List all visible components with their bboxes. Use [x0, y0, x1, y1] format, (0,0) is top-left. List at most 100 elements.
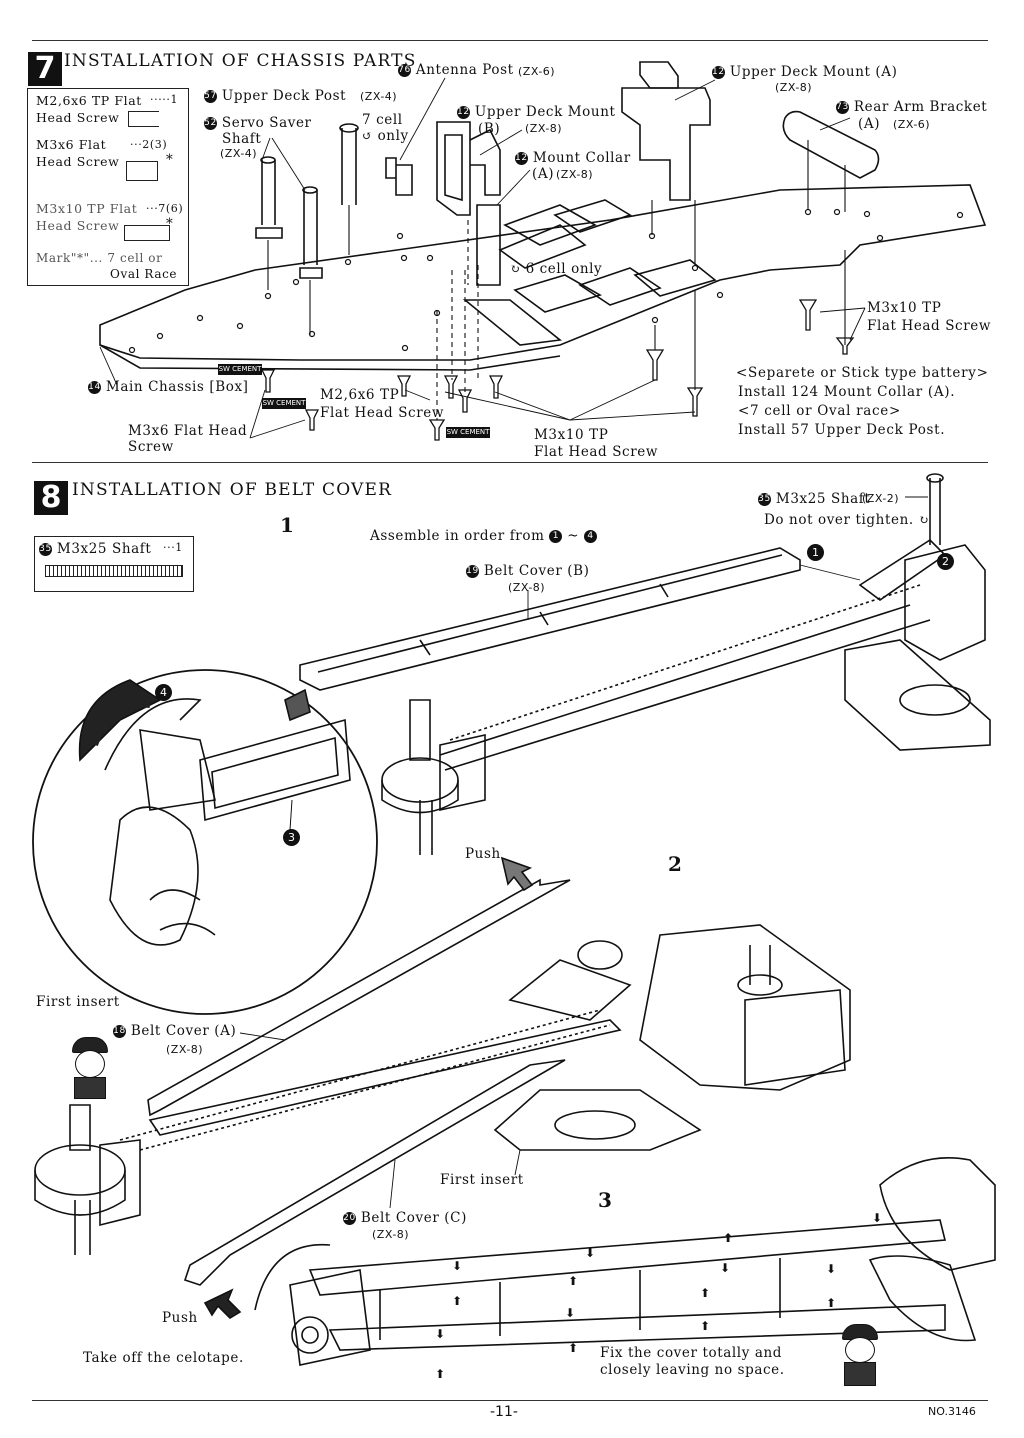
section-7-title: INSTALLATION OF CHASSIS PARTS [64, 51, 417, 71]
note-line-1: <Separete or Stick type battery> [736, 365, 989, 381]
code-belt-cover-a: (ZX-8) [166, 1043, 204, 1056]
sub-step-2: 2 [668, 852, 682, 876]
svg-text:⬆: ⬆ [700, 1319, 710, 1333]
label-6-cell-only: ↻ 6 cell only [510, 261, 603, 277]
step-7-badge: 7 [28, 52, 62, 86]
label-mount-collar-2: (A) [532, 166, 555, 182]
code-mount-collar: (ZX-8) [556, 168, 594, 181]
part-1-name: M2,6x6 TP Flat [36, 93, 142, 108]
part-2-mark: * [166, 152, 174, 168]
label-m26-screw: M2,6x6 TP [320, 387, 400, 403]
part-2-qty: ···2(3) [130, 138, 168, 151]
svg-text:⬆: ⬆ [568, 1274, 578, 1288]
label-mount-collar: 124 Mount Collar [515, 150, 631, 166]
label-antenna-post: 76 Antenna Post [398, 62, 514, 78]
label-shaft: 35 M3x25 Shaft [758, 491, 871, 507]
code-servo-saver: (ZX-4) [220, 147, 258, 160]
part-2-name2: Head Screw [36, 154, 120, 169]
step-marker-1: 1 [807, 542, 824, 561]
label-push-top: Push [465, 846, 501, 862]
label-main-chassis: 14 Main Chassis [Box] [88, 379, 249, 395]
code-shaft: (ZX-2) [862, 492, 900, 505]
label-m3x10-right-2: Flat Head Screw [867, 318, 992, 334]
label-first-insert-mid: First insert [440, 1172, 524, 1188]
sub-step-1: 1 [280, 513, 294, 537]
section-divider [32, 462, 988, 463]
svg-text:⬇: ⬇ [826, 1262, 836, 1276]
assemble-order-text: Assemble in order from 1 ~ 4 [370, 528, 598, 544]
page-number: -11- [490, 1404, 518, 1420]
label-belt-cover-c: 20 Belt Cover (C) [343, 1210, 467, 1226]
parts-list-box-7: M2,6x6 TP Flat ·····1 Head Screw M3x6 Fl… [27, 88, 189, 286]
part-2-name: M3x6 Flat [36, 137, 107, 152]
part-3-name: M3x10 TP Flat [36, 201, 138, 216]
code-belt-cover-c: (ZX-8) [372, 1228, 410, 1241]
label-m3x10-bottom-2: Flat Head Screw [534, 444, 659, 460]
label-m3x6-screw: M3x6 Flat Head [128, 423, 248, 439]
label-m3x6-screw-2: Screw [128, 439, 174, 455]
note-line-3: <7 cell or Oval race> [738, 403, 901, 419]
svg-text:⬇: ⬇ [720, 1261, 730, 1275]
instruction-fix-cover-1: Fix the cover totally and [600, 1345, 783, 1361]
label-first-insert-left: First insert [36, 994, 120, 1010]
part-3-qty: ···7(6) [146, 202, 184, 215]
part-1-name2: Head Screw [36, 110, 120, 125]
label-belt-cover-a: 18 Belt Cover (A) [113, 1023, 237, 1039]
instruction-fix-cover-2: closely leaving no space. [600, 1362, 785, 1378]
svg-text:⬇: ⬇ [585, 1246, 595, 1260]
parts-note-2: Oval Race [110, 267, 178, 281]
mascot-icon [60, 1035, 116, 1105]
note-line-4: Install 57 Upper Deck Post. [738, 422, 946, 438]
parts-list-box-8: 35 M3x25 Shaft ···1 [34, 536, 194, 592]
sub-step-3: 3 [598, 1188, 612, 1212]
svg-text:⬆: ⬆ [568, 1341, 578, 1355]
code-rear-arm-bracket: (ZX-6) [893, 118, 931, 131]
section-8-title: INSTALLATION OF BELT COVER [72, 480, 393, 500]
shaft-icon [45, 565, 183, 577]
parts-note-1: Mark"*"... 7 cell or [36, 251, 163, 265]
top-rule [32, 40, 988, 41]
cement-tag-1: SW CEMENT [218, 364, 262, 375]
code-upper-deck-post: (ZX-4) [360, 90, 398, 103]
instruction-take-off-celotape: Take off the celotape. [83, 1350, 244, 1366]
screw-icon [124, 225, 170, 241]
code-antenna-post: (ZX-6) [518, 65, 556, 78]
label-servo-saver: 52 Servo Saver [204, 115, 312, 131]
svg-text:⬇: ⬇ [565, 1306, 575, 1320]
svg-text:⬆: ⬆ [700, 1286, 710, 1300]
mascot-icon [826, 1322, 886, 1390]
svg-text:⬇: ⬇ [435, 1327, 445, 1341]
label-upper-deck-post: 57 Upper Deck Post [204, 88, 347, 104]
label-rear-arm-bracket-2: (A) [858, 116, 881, 132]
label-servo-saver-shaft: Shaft [222, 131, 262, 147]
label-m3x10-bottom: M3x10 TP [534, 427, 609, 443]
label-belt-cover-b: 19 Belt Cover (B) [466, 563, 590, 579]
svg-text:⬆: ⬆ [435, 1367, 445, 1381]
step-marker-2: 2 [937, 551, 954, 570]
svg-text:⬆: ⬆ [723, 1231, 733, 1245]
label-rear-arm-bracket: 73 Rear Arm Bracket [836, 99, 988, 115]
cement-tag-2: SW CEMENT [262, 398, 306, 409]
label-only: ↺ only [362, 128, 409, 144]
part-3-name2: Head Screw [36, 218, 120, 233]
document-number: NO.3146 [928, 1405, 976, 1418]
label-upper-deck-mount-b: 123 Upper Deck Mount [457, 104, 616, 120]
note-do-not-over-tighten: Do not over tighten. ↻ [764, 512, 930, 528]
svg-text:⬆: ⬆ [452, 1294, 462, 1308]
screw-icon [126, 161, 158, 181]
code-belt-cover-b: (ZX-8) [508, 581, 546, 594]
code-upper-deck-mount-a: (ZX-8) [775, 81, 813, 94]
main-chassis-outline [99, 184, 987, 361]
part-3-mark: * [166, 216, 174, 232]
label-m26-screw-2: Flat Head Screw [320, 405, 445, 421]
footer-rule [32, 1400, 988, 1401]
svg-text:⬇: ⬇ [872, 1211, 882, 1225]
step-marker-4: 4 [155, 682, 172, 701]
part-1-qty: ·····1 [150, 93, 179, 106]
part-shaft-name: 35 M3x25 Shaft [39, 541, 152, 557]
code-upper-deck-mount-b: (ZX-8) [525, 122, 563, 135]
label-push-bottom: Push [162, 1310, 198, 1326]
label-upper-deck-mount-b-2: (B) [478, 121, 501, 137]
step-8-badge: 8 [34, 481, 68, 515]
